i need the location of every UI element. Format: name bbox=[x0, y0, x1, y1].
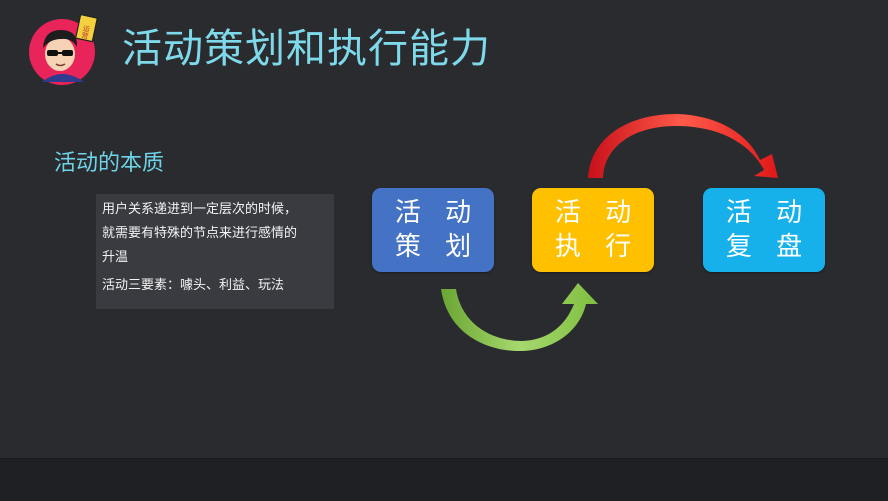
stage-execute: 活 动 执 行 bbox=[532, 188, 654, 272]
stage-plan-line2: 策 划 bbox=[394, 232, 480, 262]
avatar-badge-text: 运营 bbox=[80, 24, 91, 40]
stage-plan-line1: 活 动 bbox=[394, 198, 480, 228]
stage-execute-line2: 执 行 bbox=[554, 232, 640, 262]
note-line: 用户关系递进到一定层次的时候， bbox=[102, 202, 298, 217]
bottom-bar bbox=[0, 458, 888, 501]
stage-review-line1: 活 动 bbox=[725, 198, 811, 228]
arrow-plan-to-execute bbox=[441, 283, 598, 352]
note-box: 用户关系递进到一定层次的时候， 就需要有特殊的节点来进行感情的 升温 活动三要素… bbox=[96, 194, 334, 309]
avatar: 运营 bbox=[29, 14, 99, 85]
stage-review-line2: 复 盘 bbox=[725, 232, 811, 262]
note-line: 就需要有特殊的节点来进行感情的 bbox=[102, 226, 298, 241]
note-line: 活动三要素：噱头、利益、玩法 bbox=[102, 278, 285, 293]
note-line: 升温 bbox=[102, 250, 129, 265]
page-title: 活动策划和执行能力 bbox=[122, 26, 491, 72]
arrow-execute-to-review bbox=[588, 114, 778, 178]
stage-plan: 活 动 策 划 bbox=[372, 188, 494, 272]
stage-execute-line1: 活 动 bbox=[554, 198, 640, 228]
stage-review: 活 动 复 盘 bbox=[703, 188, 825, 272]
slide-canvas: 运营 活动策划和执行能力 活动的本质 用户关系递进到一定层次的时候， 就需要有特… bbox=[29, 14, 825, 352]
flow-arrows bbox=[441, 114, 778, 352]
section-heading: 活动的本质 bbox=[54, 151, 165, 176]
